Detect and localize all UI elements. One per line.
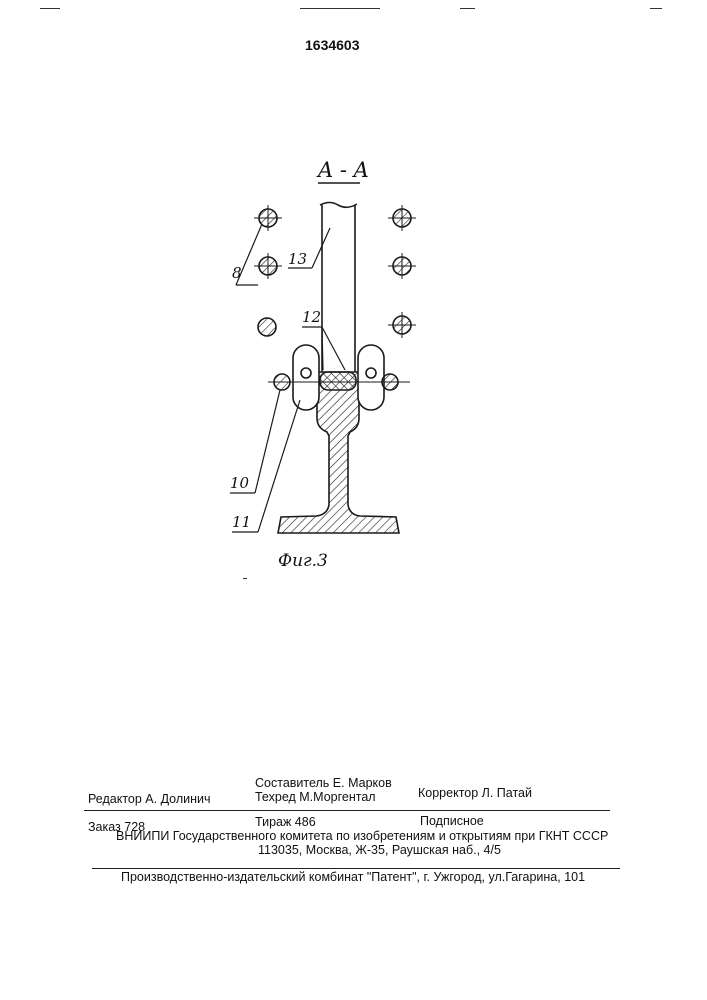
upright-break-line [320,203,357,208]
callout-13: 13 [288,250,307,268]
imprint-divider-bottom [92,868,620,869]
imprint-techred: Техред М.Моргентал [255,790,376,804]
upright-bar [322,205,355,372]
imprint-divider-top [84,810,610,811]
imprint-print-run: Тираж 486 [255,815,316,829]
imprint-subscription: Подписное [420,814,484,828]
callout-12: 12 [302,308,321,326]
rods [254,205,416,390]
imprint-institute: ВНИИПИ Государственного комитета по изоб… [116,829,608,843]
weld-bead [320,372,356,390]
scan-speck [243,578,247,579]
figure-caption: Фиг.3 [278,551,328,571]
callout-8: 8 [232,264,242,282]
callout-10: 10 [230,474,249,492]
imprint-corrector: Корректор Л. Патай [418,786,532,800]
imprint-publisher: Производственно-издательский комбинат "П… [121,870,585,884]
imprint-editor: Редактор А. Долинич [88,792,211,806]
imprint-compiler: Составитель Е. Марков [255,776,392,790]
callout-11: 11 [232,513,251,531]
imprint-address: 113035, Москва, Ж-35, Раушская наб., 4/5 [258,843,501,857]
